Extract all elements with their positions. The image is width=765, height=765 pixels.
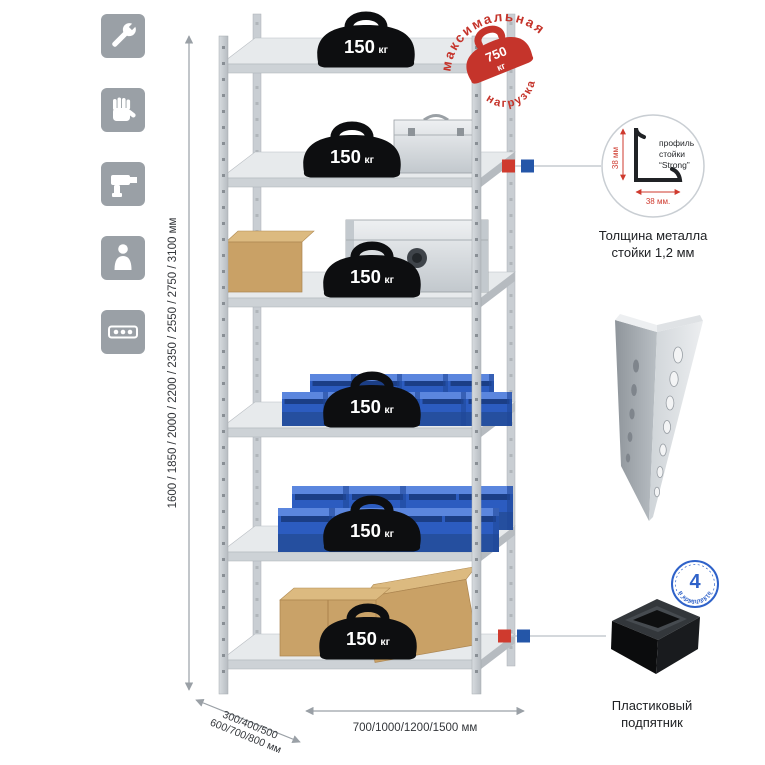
blue-marker-square — [517, 629, 530, 643]
foot-caption: Пластиковый подпятник — [572, 698, 732, 732]
svg-text:4: 4 — [689, 571, 701, 593]
svg-text:стойки: стойки — [659, 149, 685, 159]
feature-icons — [101, 14, 145, 354]
depth-dimension: 300/400/500 600/700/800 мм — [195, 698, 301, 756]
wrench-icon — [101, 14, 145, 58]
foot-caption-line1: Пластиковый — [611, 698, 693, 713]
person-icon — [101, 236, 145, 280]
rack-front-post — [218, 35, 229, 695]
profile-marker — [502, 159, 601, 173]
shelving-rack — [218, 13, 516, 695]
profile-detail: 38 мм 38 мм. профиль стойки “Strong” — [601, 114, 705, 218]
svg-text:700/1000/1200/1500 мм: 700/1000/1200/1500 мм — [353, 722, 478, 734]
foot-caption-line2: подпятник — [621, 714, 683, 730]
aluminum-case — [393, 114, 479, 174]
svg-text:1600 / 1850 / 2000 / 2200 / 23: 1600 / 1850 / 2000 / 2200 / 2350 / 2550 … — [167, 218, 179, 509]
height-dimension: 1600 / 1850 / 2000 / 2200 / 2350 / 2550 … — [167, 35, 194, 691]
profile-caption-line1: Толщина металла — [598, 228, 708, 243]
foot-marker — [498, 629, 606, 643]
svg-text:кг: кг — [495, 61, 507, 73]
svg-text:38 мм.: 38 мм. — [646, 197, 670, 206]
shelf-load-weight — [317, 16, 414, 68]
rack-back-post — [506, 13, 516, 667]
width-dimension: 700/1000/1200/1500 мм — [305, 706, 525, 734]
drill-icon — [101, 162, 145, 206]
level-icon — [101, 310, 145, 354]
upright-post-image — [615, 314, 703, 521]
cardboard-box — [225, 230, 315, 293]
svg-text:профиль: профиль — [659, 138, 695, 148]
rack-front-post — [471, 35, 482, 695]
blue-marker-square — [521, 159, 534, 173]
red-marker-square — [502, 159, 515, 173]
profile-drawing — [634, 127, 683, 182]
svg-text:“Strong”: “Strong” — [659, 160, 690, 170]
glove-icon — [101, 88, 145, 132]
profile-caption-line2: стойки 1,2 мм — [611, 244, 695, 260]
profile-caption: Толщина металла стойки 1,2 мм — [565, 228, 741, 262]
red-marker-square — [498, 629, 511, 643]
svg-text:38 мм: 38 мм — [611, 147, 620, 169]
shelf-load-weight — [303, 126, 400, 178]
included-badge: 4 в комплекте — [671, 560, 719, 608]
plastic-foot-image — [611, 599, 700, 674]
max-load-stamp: максимальная нагрузка 750 кг — [425, 0, 552, 119]
